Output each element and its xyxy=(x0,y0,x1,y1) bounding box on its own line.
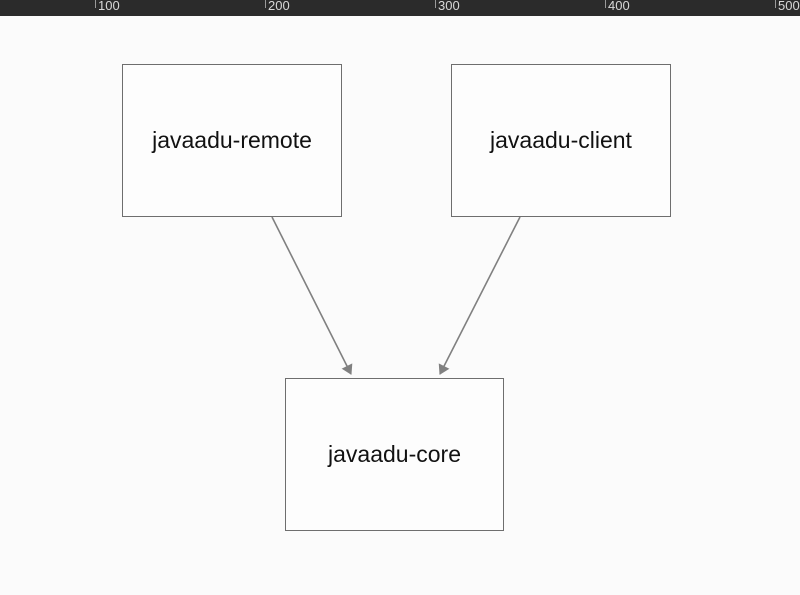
ruler-tick-label: 100 xyxy=(98,0,120,13)
horizontal-ruler: 100 200 300 400 500 xyxy=(0,0,800,16)
ruler-tick-label: 300 xyxy=(438,0,460,13)
edge-remote-to-core xyxy=(271,216,353,375)
edge-client-to-core xyxy=(438,216,521,375)
node-label: javaadu-client xyxy=(490,127,632,153)
node-label: javaadu-core xyxy=(328,441,461,467)
diagram-canvas: javaadu-remote javaadu-client javaadu-co… xyxy=(0,16,800,595)
node-javaadu-remote[interactable]: javaadu-remote xyxy=(122,64,342,217)
ruler-tick-label: 200 xyxy=(268,0,290,13)
node-javaadu-core[interactable]: javaadu-core xyxy=(285,378,504,531)
ruler-tick-label: 400 xyxy=(608,0,630,13)
node-javaadu-client[interactable]: javaadu-client xyxy=(451,64,671,217)
ruler-tick-label: 500 xyxy=(778,0,800,13)
dependency-edges xyxy=(271,216,521,375)
node-label: javaadu-remote xyxy=(152,127,312,153)
